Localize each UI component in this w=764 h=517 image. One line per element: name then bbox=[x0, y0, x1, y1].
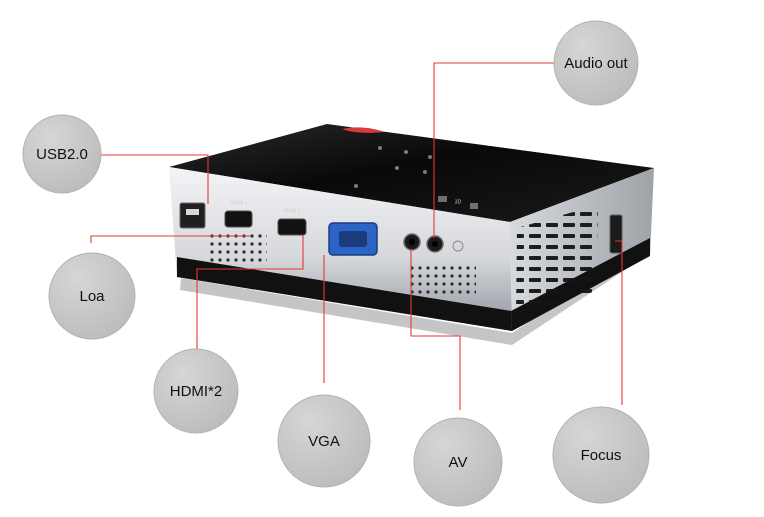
loa-label: Loa bbox=[79, 288, 105, 305]
device-front-black-trim bbox=[177, 257, 512, 331]
callout-lines bbox=[90, 62, 623, 410]
vga-port-label: PC/VGA bbox=[344, 260, 364, 266]
audio-out-label: Audio out bbox=[564, 55, 628, 72]
device-shadow bbox=[180, 257, 628, 345]
callout-hdmi: HDMI*2 bbox=[153, 348, 239, 434]
focus-callout-line bbox=[615, 240, 623, 405]
av-label: AV bbox=[449, 454, 468, 471]
mode-label: 3D bbox=[455, 199, 462, 205]
usb-label: USB2.0 bbox=[36, 146, 88, 163]
audio-out-callout-line bbox=[433, 62, 554, 238]
hdmi-label: HDMI*2 bbox=[170, 383, 223, 400]
vga-bubble bbox=[277, 394, 371, 488]
focus-label: Focus bbox=[581, 447, 622, 464]
device-top-panel bbox=[169, 124, 654, 222]
loa-bubble bbox=[48, 252, 136, 340]
projector-device: 3D HDMI 1 HDMI 2 PC/VGA bbox=[169, 124, 654, 345]
side-vents bbox=[516, 205, 598, 317]
vga-label: VGA bbox=[308, 433, 340, 450]
callout-av: AV bbox=[413, 417, 503, 507]
callout-focus: Focus bbox=[552, 406, 650, 504]
callout-loa: Loa bbox=[48, 252, 136, 340]
av-bubble bbox=[413, 417, 503, 507]
callout-usb: USB2.0 bbox=[22, 114, 102, 194]
hdmi1-port-label: HDMI 1 bbox=[231, 200, 248, 206]
usb-bubble bbox=[22, 114, 102, 194]
speaker-grille-right bbox=[410, 262, 476, 296]
top-control-dots bbox=[354, 146, 432, 188]
hdmi2-port-label: HDMI 2 bbox=[284, 208, 301, 214]
hdmi-callout-line bbox=[196, 235, 304, 351]
callout-audio-out: Audio out bbox=[553, 20, 639, 106]
speaker-grille-left bbox=[207, 232, 267, 266]
audio-out-bubble bbox=[553, 20, 639, 106]
usb-port bbox=[179, 202, 206, 229]
av-callout-line bbox=[410, 250, 461, 410]
hdmi1-port bbox=[224, 210, 253, 228]
hdmi-bubble bbox=[153, 348, 239, 434]
loa-callout-line bbox=[90, 235, 251, 243]
usb-callout-line bbox=[99, 154, 209, 204]
brand-logo-mark bbox=[342, 127, 385, 133]
callout-vga: VGA bbox=[277, 394, 371, 488]
top-panel-icons: 3D bbox=[438, 196, 478, 209]
focus-bubble bbox=[552, 406, 650, 504]
hdmi2-port bbox=[277, 218, 307, 236]
focus-wheel bbox=[609, 214, 623, 254]
